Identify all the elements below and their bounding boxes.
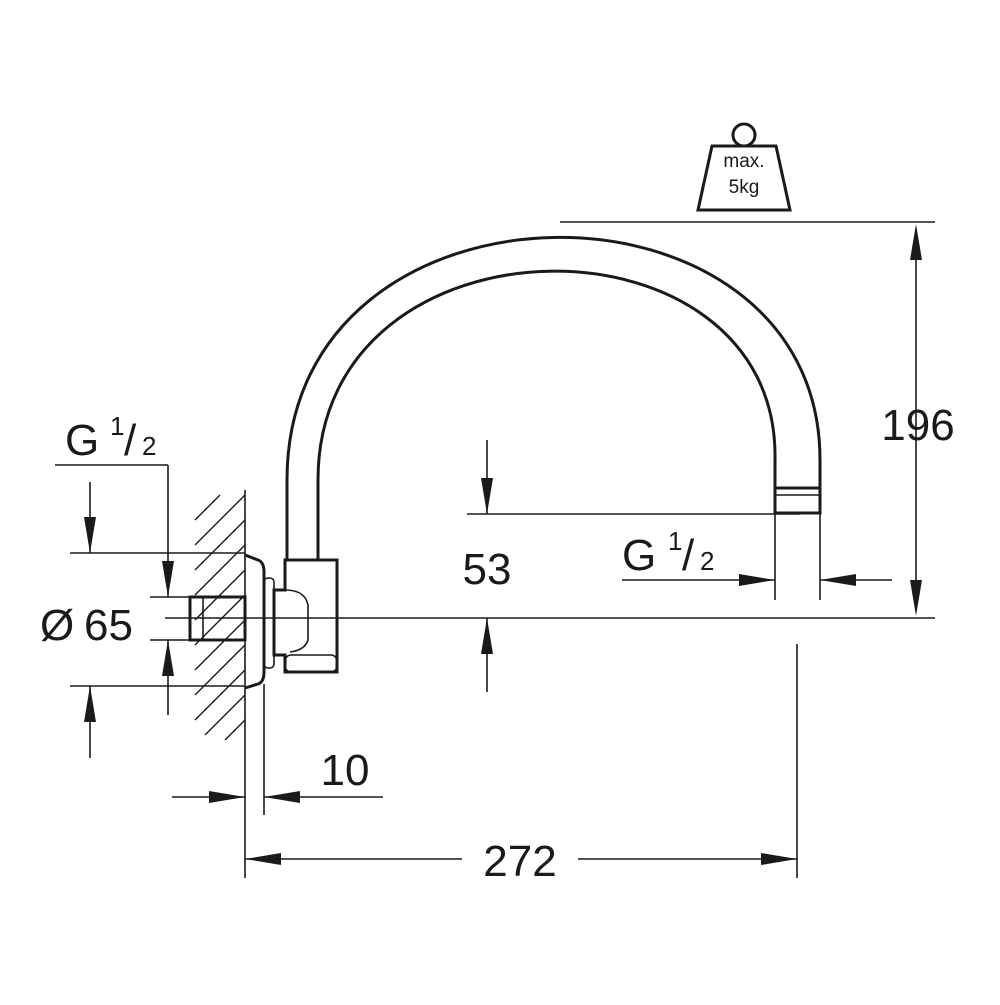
weight-icon [696,122,792,212]
right-thread-numerator: 1 [668,526,682,556]
flange-diameter-dimension [70,482,245,758]
right-thread-dimension [622,574,892,586]
weight-label-kg: 5kg [729,177,760,198]
flange-diameter-value: 65 [84,601,133,650]
wall-gap-dimension [172,684,383,878]
outlet-offset-dimension [467,440,800,692]
flange-diameter-symbol: Ø [40,601,74,650]
left-thread-slash: / [124,416,137,465]
outlet-offset-value: 53 [463,545,512,594]
wall-flange [244,553,339,690]
shower-arm [285,236,822,600]
right-thread-label: G [622,531,656,580]
left-thread-dimension [55,464,190,715]
height-value: 196 [881,401,954,450]
projection-dimension [245,644,798,878]
weight-label-max: max. [723,151,764,172]
left-thread-numerator: 1 [110,411,124,441]
left-thread-letter: G [65,416,99,465]
left-thread-denominator: 2 [142,431,156,461]
right-thread-slash: / [682,531,695,580]
wall-gap-value: 10 [321,746,370,795]
projection-value: 272 [483,837,556,886]
right-thread-denominator: 2 [700,546,714,576]
height-dimension [165,221,935,619]
